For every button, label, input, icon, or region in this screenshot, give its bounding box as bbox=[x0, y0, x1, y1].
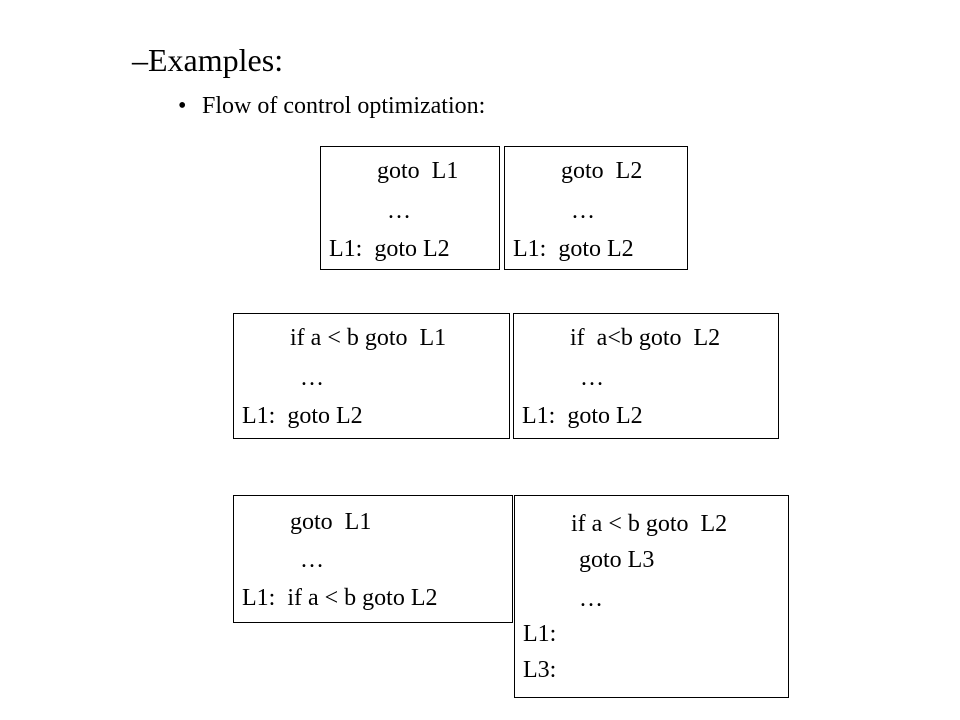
code-line: goto L1 bbox=[290, 509, 372, 535]
code-box-2: goto L2 … L1: goto L2 bbox=[504, 146, 688, 270]
bullet-item: • Flow of control optimization: bbox=[178, 90, 485, 122]
code-line: … bbox=[300, 547, 324, 573]
code-line: L1: bbox=[523, 621, 557, 647]
code-box-6: if a < b goto L2 goto L3 … L1: L3: bbox=[514, 495, 789, 698]
code-line: … bbox=[300, 365, 324, 391]
code-box-1: goto L1 … L1: goto L2 bbox=[320, 146, 500, 270]
code-box-4: if a<b goto L2 … L1: goto L2 bbox=[513, 313, 779, 439]
bullet-text: Flow of control optimization: bbox=[202, 93, 486, 119]
code-line: if a < b goto L1 bbox=[290, 325, 447, 351]
code-box-3: if a < b goto L1 … L1: goto L2 bbox=[233, 313, 510, 439]
code-line: … bbox=[580, 365, 604, 391]
code-box-5: goto L1 … L1: if a < b goto L2 bbox=[233, 495, 513, 623]
code-line: L1: goto L2 bbox=[513, 236, 634, 262]
code-line: … bbox=[571, 198, 595, 224]
code-line: goto L1 bbox=[377, 158, 459, 184]
examples-heading: –Examples: bbox=[132, 42, 284, 78]
code-line: if a<b goto L2 bbox=[570, 325, 721, 351]
bullet-marker: • bbox=[178, 93, 187, 119]
code-line: … bbox=[579, 586, 603, 612]
code-line: if a < b goto L2 bbox=[571, 511, 728, 537]
code-line: L1: if a < b goto L2 bbox=[242, 585, 438, 611]
code-line: L1: goto L2 bbox=[242, 403, 363, 429]
code-line: goto L2 bbox=[561, 158, 643, 184]
code-line: L1: goto L2 bbox=[522, 403, 643, 429]
code-line: L3: bbox=[523, 657, 557, 683]
code-line: L1: goto L2 bbox=[329, 236, 450, 262]
code-line: … bbox=[387, 198, 411, 224]
code-line: goto L3 bbox=[579, 547, 655, 573]
